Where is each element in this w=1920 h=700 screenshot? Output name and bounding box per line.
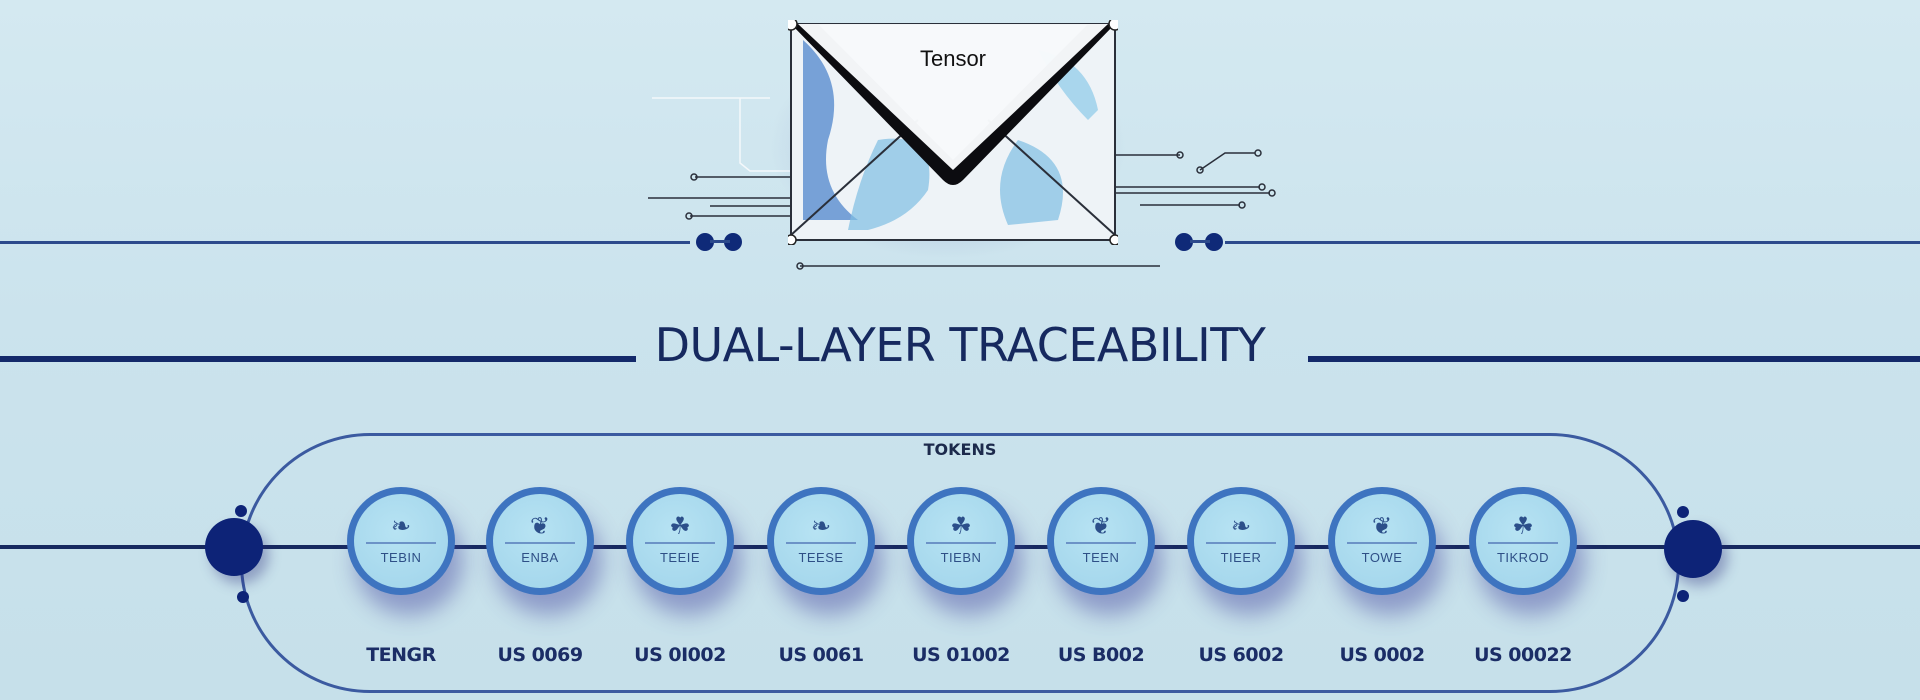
token-button[interactable]: ❦ TOWE xyxy=(1328,487,1436,595)
token-label: TIEBN xyxy=(940,550,982,565)
token-divider xyxy=(926,542,996,544)
token-face: ❦ TEEN xyxy=(1054,494,1148,588)
token-face: ☘ TEEIE xyxy=(633,494,727,588)
token-code: US 6002 xyxy=(1198,644,1284,666)
token-face: ☘ TIEBN xyxy=(914,494,1008,588)
connector-link xyxy=(710,240,730,243)
token-divider xyxy=(1488,542,1558,544)
circuit-traces-icon xyxy=(648,97,1276,270)
tag-icon: ☘ xyxy=(950,513,972,540)
chain-end-node xyxy=(1664,520,1722,578)
token-code: US 0069 xyxy=(497,644,583,666)
top-connector-line-left xyxy=(0,241,690,244)
token-code: US B002 xyxy=(1057,644,1145,666)
token-label: TIKROD xyxy=(1496,550,1550,565)
envelope-illustration: Tensor xyxy=(768,20,1128,260)
tag-icon: ❧ xyxy=(810,513,832,540)
token-divider xyxy=(505,542,575,544)
connector-node xyxy=(1205,233,1223,251)
chain-end-node-top xyxy=(1677,506,1689,518)
top-connector-line-right xyxy=(1225,241,1920,244)
tag-icon: ☘ xyxy=(669,513,691,540)
token-divider xyxy=(786,542,856,544)
tag-icon: ☘ xyxy=(1512,513,1534,540)
chain-end-node-bottom xyxy=(1677,590,1689,602)
token-divider xyxy=(1347,542,1417,544)
token-button[interactable]: ❧ TEESE xyxy=(767,487,875,595)
chain-start-node xyxy=(205,518,263,576)
connector-node xyxy=(1175,233,1193,251)
token-label: TEEN xyxy=(1082,550,1120,565)
token-button[interactable]: ☘ TIKROD xyxy=(1469,487,1577,595)
chain-start-node-bottom xyxy=(237,591,249,603)
token-code: US 00022 xyxy=(1474,644,1572,666)
token-divider xyxy=(366,542,436,544)
token-label: TOWE xyxy=(1361,550,1403,565)
token-face: ❦ ENBA xyxy=(493,494,587,588)
tag-icon: ❧ xyxy=(390,513,412,540)
token-button[interactable]: ☘ TIEBN xyxy=(907,487,1015,595)
token-button[interactable]: ☘ TEEIE xyxy=(626,487,734,595)
tokens-group-label: TOKENS xyxy=(923,440,997,459)
token-face: ❦ TOWE xyxy=(1335,494,1429,588)
title-rule-left xyxy=(0,356,636,362)
token-label: TEBIN xyxy=(380,550,422,565)
token-label: TEEIE xyxy=(659,550,701,565)
token-divider xyxy=(1066,542,1136,544)
token-code: US 01002 xyxy=(912,644,1010,666)
token-face: ❧ TIEER xyxy=(1194,494,1288,588)
token-label: TEESE xyxy=(798,550,844,565)
tag-icon: ❦ xyxy=(529,513,551,540)
token-button[interactable]: ❧ TIEER xyxy=(1187,487,1295,595)
token-code: US 0061 xyxy=(778,644,864,666)
connector-node xyxy=(724,233,742,251)
token-button[interactable]: ❦ TEEN xyxy=(1047,487,1155,595)
token-face: ☘ TIKROD xyxy=(1476,494,1570,588)
tag-icon: ❦ xyxy=(1090,513,1112,540)
tag-icon: ❧ xyxy=(1230,513,1252,540)
token-face: ❧ TEBIN xyxy=(354,494,448,588)
token-code: US 0I002 xyxy=(634,644,726,666)
connector-node xyxy=(696,233,714,251)
token-label: TIEER xyxy=(1220,550,1262,565)
token-divider xyxy=(1206,542,1276,544)
tag-icon: ❦ xyxy=(1371,513,1393,540)
token-code: TENGR xyxy=(366,644,436,666)
token-divider xyxy=(645,542,715,544)
title-rule-right xyxy=(1308,356,1920,362)
token-button[interactable]: ❦ ENBA xyxy=(486,487,594,595)
envelope-label: Tensor xyxy=(919,46,987,71)
page-title: DUAL-LAYER TRACEABILITY xyxy=(654,318,1266,372)
token-label: ENBA xyxy=(521,550,559,565)
envelope-icon xyxy=(788,20,1118,245)
chain-start-node-top xyxy=(235,505,247,517)
connector-link xyxy=(1190,240,1210,243)
token-code: US 0002 xyxy=(1339,644,1425,666)
token-button[interactable]: ❧ TEBIN xyxy=(347,487,455,595)
token-face: ❧ TEESE xyxy=(774,494,868,588)
